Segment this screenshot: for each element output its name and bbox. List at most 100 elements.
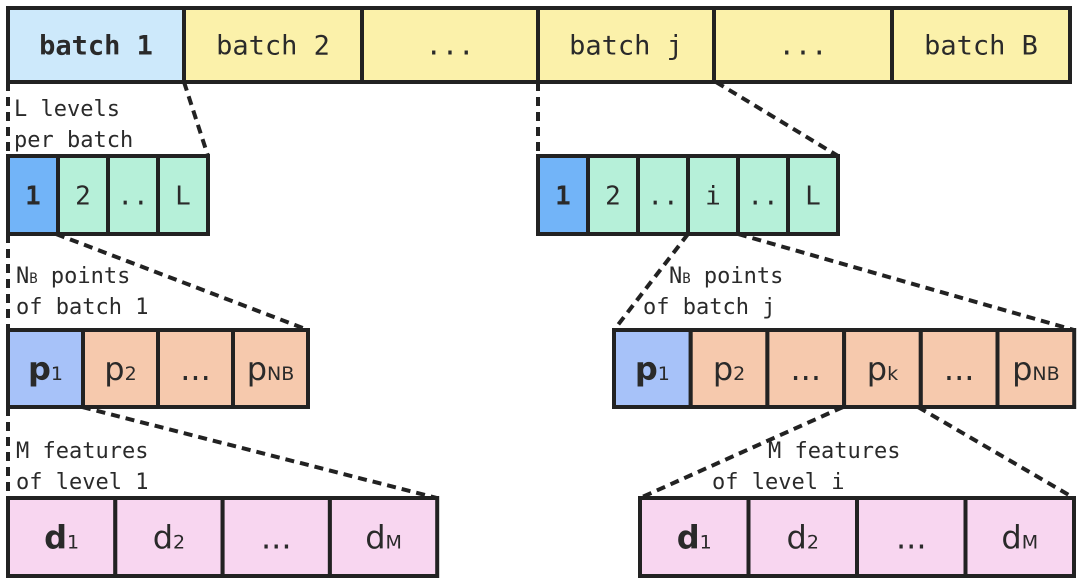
- features-row-right-label: d1: [677, 519, 712, 557]
- levels-row-right-cell: 2: [586, 154, 640, 236]
- points-row-left-label-base: ...: [180, 350, 211, 388]
- features-row-left-cell-box: [220, 496, 332, 578]
- levels-row-right-label: ..: [747, 181, 778, 211]
- points-row-right-label-subscript: 1: [658, 363, 670, 385]
- points-row-right-cell-box: [688, 328, 770, 409]
- points-row-right-label: ...: [944, 350, 975, 388]
- points-row-right-cell: p1: [612, 328, 693, 409]
- batch-row-label: batch j: [569, 31, 683, 62]
- points-right-label-line1: NB points: [669, 264, 783, 289]
- levels-row-left-label: 2: [75, 181, 91, 211]
- features-row-left: d1 d2... dM: [6, 496, 440, 578]
- batch-row-label: ...: [426, 31, 475, 62]
- levels-row-left: 1 2.. L: [6, 154, 210, 236]
- features-left-label-line1: M features: [16, 439, 148, 464]
- features-row-right-cell: ...: [855, 496, 968, 578]
- levels-row-left-label: ..: [117, 181, 148, 211]
- batch-row: batch 1 batch 2... batch j... batch B: [6, 6, 1072, 84]
- features-row-right-label-subscript: 1: [700, 532, 712, 554]
- batch-row-label: batch 2: [216, 31, 330, 62]
- points-row-left-label-base: p: [28, 350, 51, 388]
- connector-batchj-levels-right: [714, 80, 840, 158]
- features-row-right-label-base: ...: [896, 519, 927, 557]
- features-row-right-label-base: d: [677, 519, 700, 557]
- features-row-left-label: d2: [153, 519, 185, 557]
- points-left-label-line2: of batch 1: [16, 295, 148, 320]
- points-row-right-label: p1: [635, 350, 670, 388]
- levels-row-right-label: ..: [647, 181, 678, 211]
- connector-leveli-points-right: [737, 232, 1075, 332]
- features-row-right-cell-box: [963, 496, 1076, 578]
- points-row-right-cell: ...: [918, 328, 1000, 409]
- levels-row-left-cell-box: [56, 154, 110, 236]
- features-row-left-cell-box: [6, 496, 118, 578]
- levels-row-right-label: 2: [605, 181, 621, 211]
- levels-row-right-label: i: [705, 181, 721, 211]
- points-row-left-label-base: p: [247, 350, 267, 388]
- features-row-right-label-base: d: [787, 519, 807, 557]
- points-row-right-cell: pk: [842, 328, 923, 409]
- features-row-left-label-base: d: [153, 519, 173, 557]
- points-row-right-label: p2: [713, 350, 745, 388]
- levels-row-left-cell-box: [106, 154, 160, 236]
- points-left-label-line1: NB points: [16, 264, 130, 289]
- batch-row-cell: ...: [360, 6, 540, 84]
- features-row-right-label: d2: [787, 519, 819, 557]
- connector-pk-features-left: [639, 405, 844, 500]
- points-row-left-cell: pNB: [231, 328, 310, 409]
- levels-row-right-cell: i: [686, 154, 740, 236]
- points-row-left-cell: ...: [156, 328, 235, 409]
- points-row-right-cell: ...: [765, 328, 847, 409]
- points-row-left-label-base: p: [104, 350, 124, 388]
- batch-row-cell-box: [536, 6, 716, 84]
- features-row-right-label: ...: [896, 519, 927, 557]
- points-row-left-label: ...: [180, 350, 211, 388]
- points-row-right-cell-box: [765, 328, 847, 409]
- batch-row-cell: ...: [712, 6, 894, 84]
- points-row-left-cell-box: [81, 328, 160, 409]
- points-row-right-cell-box: [918, 328, 1000, 409]
- points-row-right-cell-box: [842, 328, 923, 409]
- features-right-label-line1: M features: [768, 439, 900, 464]
- levels-row-right-cell-box: [536, 154, 590, 236]
- points-row-right-label: pNB: [1012, 350, 1060, 388]
- features-row-right-cell: d2: [746, 496, 859, 578]
- features-row-left-label: d1: [44, 519, 79, 557]
- points-row-right-label-base: ...: [944, 350, 975, 388]
- features-row-left-label: dM: [365, 519, 402, 557]
- levels-label-line1: L levels: [14, 97, 120, 122]
- batch-row-cell: batch 1: [6, 6, 186, 84]
- batch-row-cell-box: [712, 6, 894, 84]
- features-row-right-label-subscript: 2: [807, 532, 819, 554]
- points-row-right-cell-box: [995, 328, 1077, 409]
- points-row-right-label-subscript: k: [887, 363, 898, 385]
- features-row-left-cell-box: [327, 496, 440, 578]
- batch-row-label: batch 1: [39, 31, 153, 62]
- points-row-left-label: p2: [104, 350, 136, 388]
- features-row-left-cell: dM: [327, 496, 440, 578]
- levels-row-right-label: 1: [555, 181, 571, 211]
- features-row-right-label-base: d: [1001, 519, 1021, 557]
- levels-row-left-cell: 1: [6, 154, 60, 236]
- points-row-right-label: pk: [867, 350, 898, 388]
- levels-row-left-label: L: [175, 181, 191, 211]
- points-row-left-cell-box: [6, 328, 85, 409]
- points-row-left-cell-box: [156, 328, 235, 409]
- levels-label-line2: per batch: [14, 128, 133, 153]
- features-row-left-cell: ...: [220, 496, 332, 578]
- points-row-left-label-subscript: NB: [267, 363, 294, 385]
- batch-row-cell: batch B: [890, 6, 1072, 84]
- levels-row-right-cell: ..: [736, 154, 790, 236]
- features-left-label-line2: of level 1: [16, 470, 148, 495]
- points-row-right-label-base: p: [713, 350, 733, 388]
- levels-row-right-cell-box: [636, 154, 690, 236]
- levels-row-left-label: 1: [25, 181, 41, 211]
- points-row-left-label-subscript: 1: [51, 363, 63, 385]
- batch-row-label: batch B: [924, 31, 1038, 62]
- features-row-right-cell: d1: [638, 496, 751, 578]
- points-row-left-label-subscript: 2: [125, 363, 137, 385]
- points-row-left-cell: p2: [81, 328, 160, 409]
